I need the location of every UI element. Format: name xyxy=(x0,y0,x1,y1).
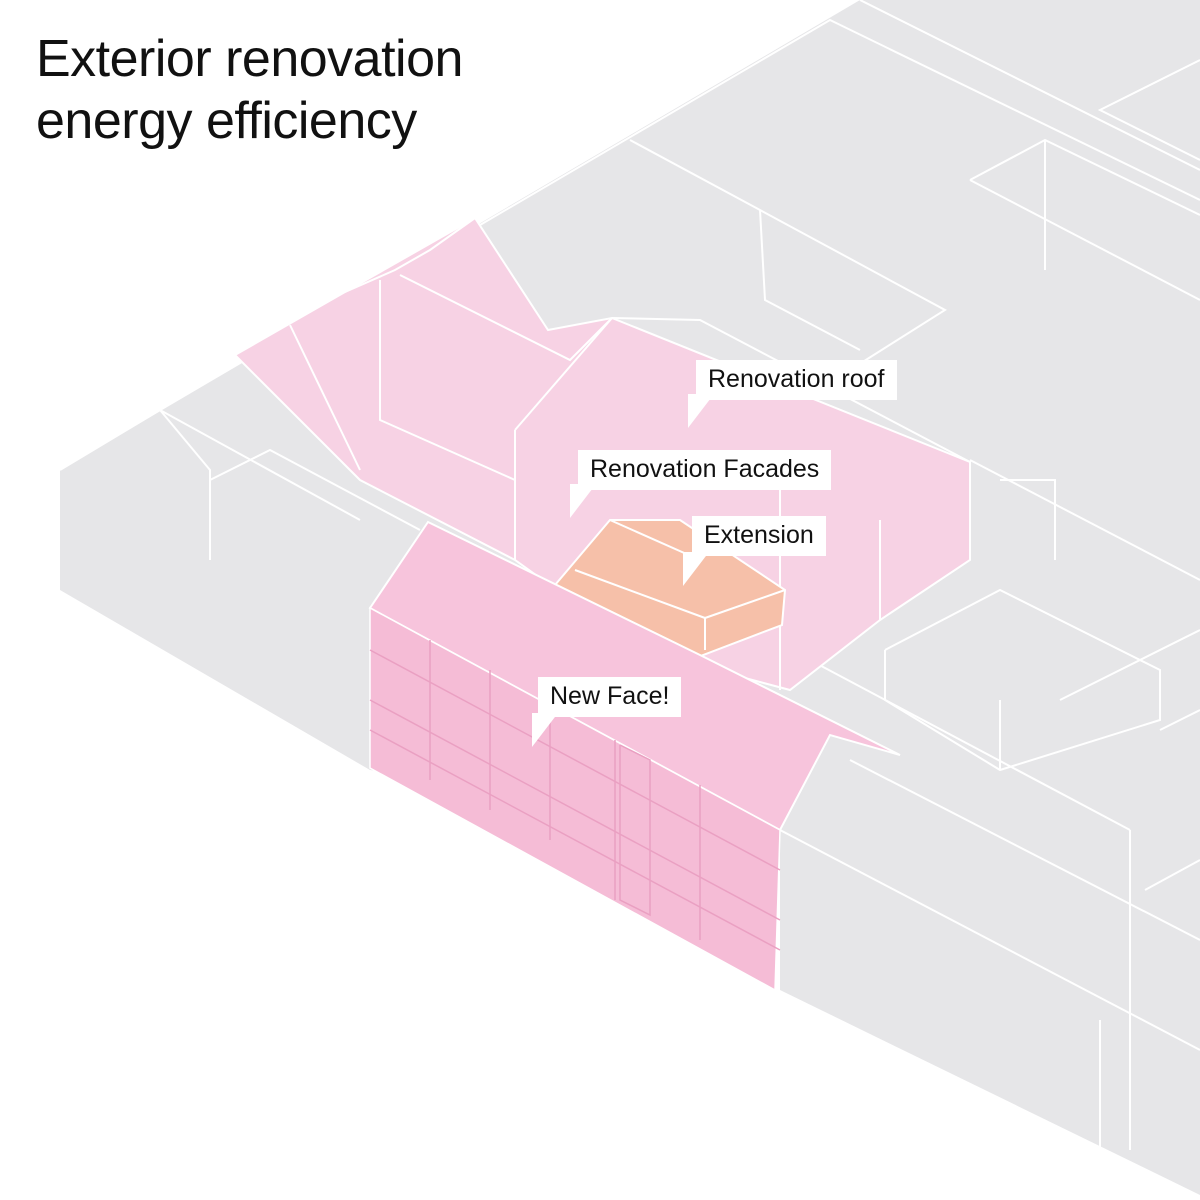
context-lines xyxy=(59,0,1200,1200)
callout-tail xyxy=(683,552,709,586)
facade-windows xyxy=(369,640,781,951)
callout-tail xyxy=(532,713,558,747)
label-extension: Extension xyxy=(692,516,826,556)
label-renovation-facades: Renovation Facades xyxy=(578,450,832,490)
page-title: Exterior renovation energy efficiency xyxy=(36,28,463,152)
title-line-2: energy efficiency xyxy=(36,92,417,150)
title-line-1: Exterior renovation xyxy=(36,30,463,88)
label-new-face: New Face! xyxy=(538,677,682,717)
label-renovation-roof: Renovation roof xyxy=(696,360,897,400)
roof-lines xyxy=(289,217,971,690)
